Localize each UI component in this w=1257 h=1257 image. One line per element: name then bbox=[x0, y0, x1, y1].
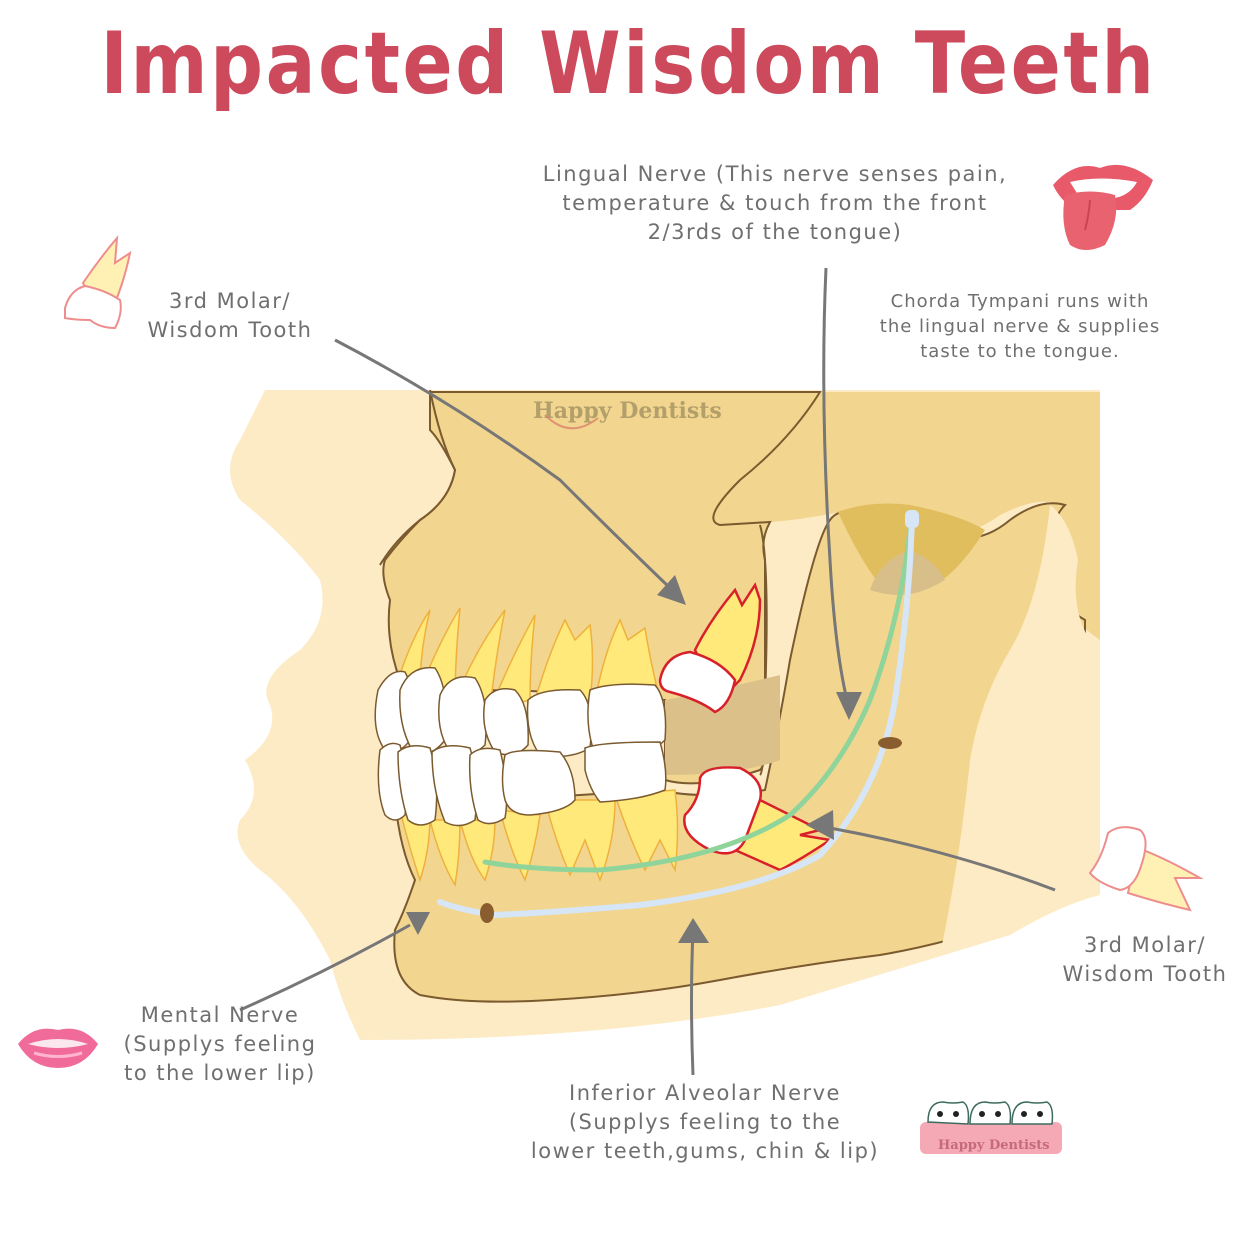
lower-crowns bbox=[377, 741, 667, 827]
mandibular-foramen bbox=[878, 737, 902, 749]
chorda-tympani-label: Chorda Tympani runs with the lingual ner… bbox=[879, 291, 1161, 362]
tooth-upper-icon bbox=[64, 234, 132, 330]
lips-icon bbox=[18, 1028, 98, 1068]
upper-crowns bbox=[374, 666, 667, 758]
happy-teeth-logo: Happy Dentists bbox=[920, 1101, 1062, 1154]
page-title: Impacted Wisdom Teeth bbox=[100, 14, 1157, 114]
upper-wisdom-tooth-label: 3rd Molar/ Wisdom Tooth bbox=[147, 289, 313, 342]
lower-wisdom-tooth-label: 3rd Molar/ Wisdom Tooth bbox=[1062, 933, 1228, 986]
lingual-nerve-label: Lingual Nerve (This nerve senses pain, t… bbox=[542, 162, 1008, 244]
upper-wisdom-tooth bbox=[658, 582, 762, 714]
mental-foramen bbox=[480, 903, 494, 923]
mental-nerve-label: Mental Nerve (Supplys feeling to the low… bbox=[123, 1003, 317, 1085]
tongue-icon bbox=[1053, 164, 1153, 250]
arrowheads bbox=[406, 575, 862, 943]
inferior-alveolar-nerve-label: Inferior Alveolar Nerve (Supplys feeling… bbox=[530, 1081, 880, 1163]
arrows bbox=[239, 267, 1056, 1076]
brand-watermark: Happy Dentists bbox=[533, 398, 722, 424]
logo-text: Happy Dentists bbox=[938, 1138, 1050, 1153]
tooth-lower-icon bbox=[1088, 826, 1204, 912]
lingual-nerve-path bbox=[482, 527, 913, 873]
lower-wisdom-tooth bbox=[683, 766, 834, 872]
inferior-alveolar-nerve-path bbox=[437, 512, 915, 919]
lower-roots bbox=[398, 789, 679, 888]
